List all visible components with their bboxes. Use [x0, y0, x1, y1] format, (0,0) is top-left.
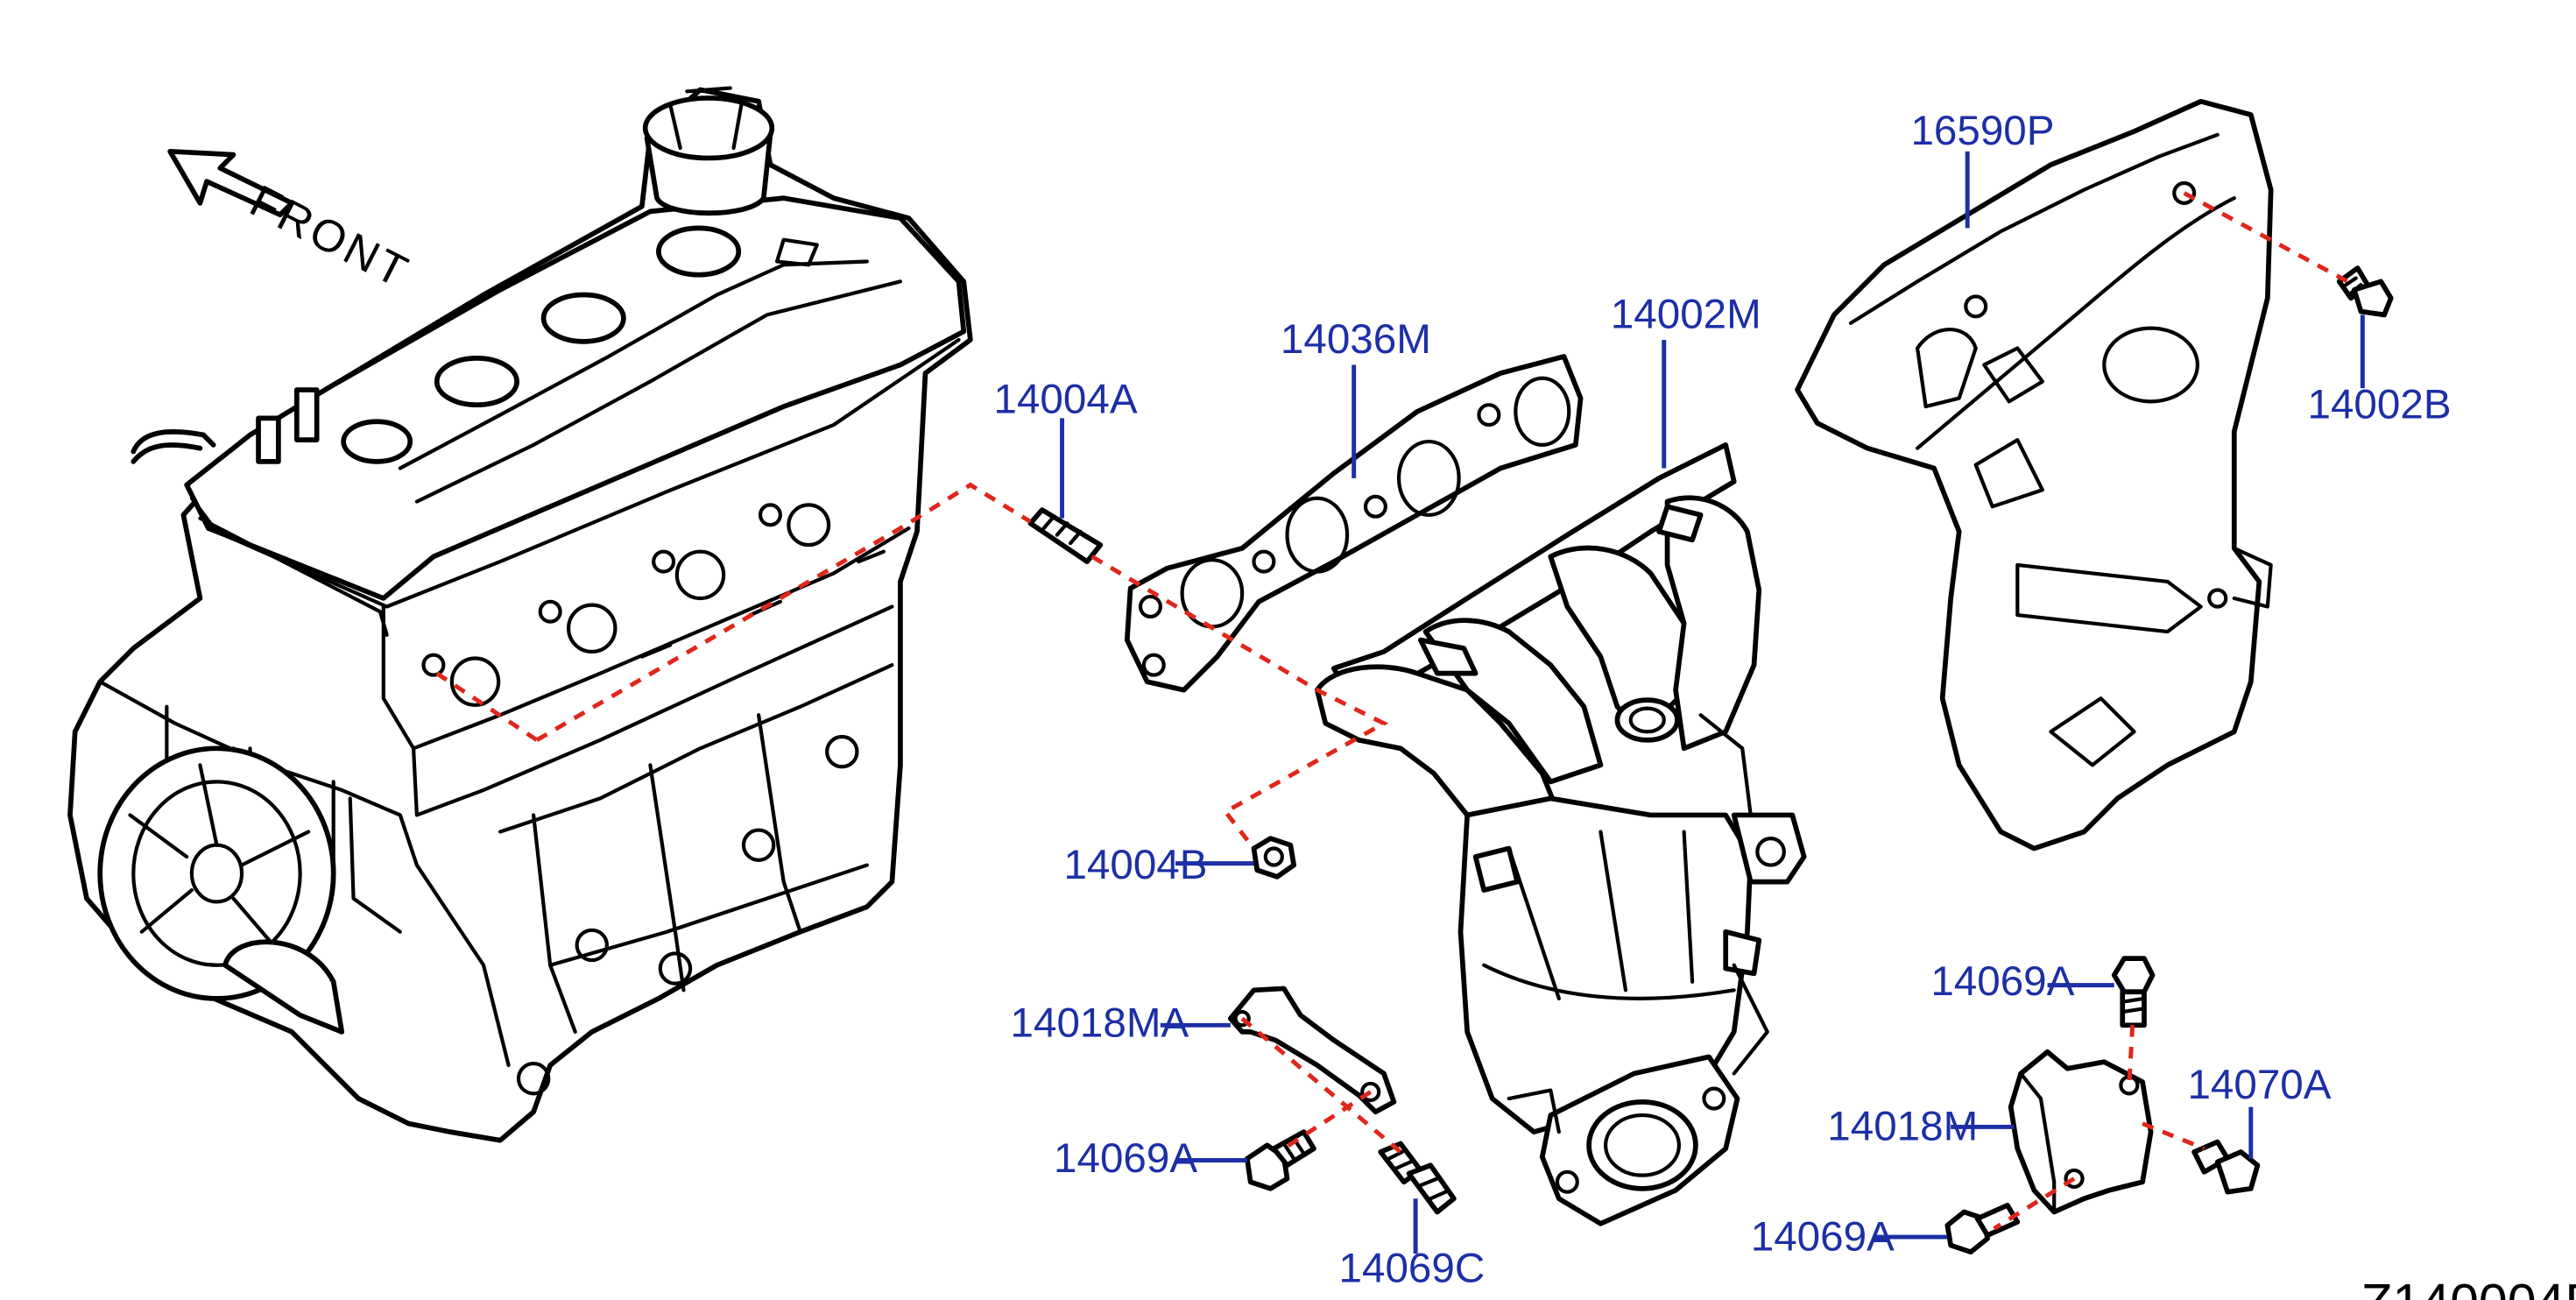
exhaust-manifold-illustration [1314, 442, 1807, 1226]
bracket-14018M-illustration [2008, 1049, 2154, 1215]
part-label-14004A: 14004A [994, 377, 1138, 423]
part-label-14004B: 14004B [1063, 842, 1207, 888]
part-label-14069C: 14069C [1339, 1245, 1486, 1291]
leader-lines [1060, 151, 2365, 1254]
part-label-16590P: 16590P [1910, 108, 2054, 154]
part-label-14018MA: 14018MA [1011, 1000, 1189, 1047]
part-label-14002B: 14002B [2308, 381, 2452, 427]
front-label: FRONT [243, 174, 419, 298]
part-label-14018M: 14018M [1827, 1104, 1978, 1150]
part-label-14069A-left: 14069A [1054, 1135, 1197, 1182]
front-arrow-icon [167, 148, 294, 218]
bolt-14069A-left-illustration [1245, 1129, 1316, 1191]
bolt-14002B-illustration [2336, 265, 2394, 318]
bolt-14069A-top-right-illustration [2111, 956, 2156, 1028]
part-label-14002M: 14002M [1611, 292, 1761, 338]
diagram-code: Z140004R [2361, 1274, 2576, 1300]
part-label-14069A-bottom-right: 14069A [1751, 1213, 1895, 1260]
heat-shield-illustration [1795, 98, 2274, 851]
part-label-14036M: 14036M [1281, 316, 1431, 363]
bracket-14018MA-illustration [1227, 986, 1397, 1115]
stud-14004A-illustration [1027, 507, 1104, 564]
part-label-14070A: 14070A [2187, 1062, 2331, 1108]
engine-block-illustration [67, 86, 973, 1143]
bolt-14069A-bottom-right-illustration [1944, 1203, 2021, 1255]
nut-14004B-illustration [1251, 836, 1297, 880]
manifold-gasket-illustration [1124, 354, 1584, 693]
bolt-14070A-illustration [2191, 1139, 2261, 1195]
dashed-connector-lines [435, 191, 2349, 1231]
part-label-14069A-top-right: 14069A [1930, 958, 2074, 1005]
